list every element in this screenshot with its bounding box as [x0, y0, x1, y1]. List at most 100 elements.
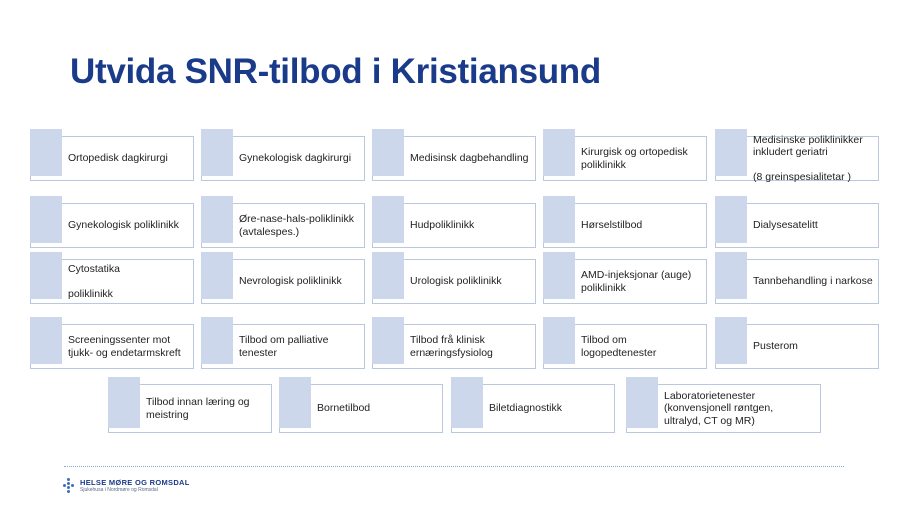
service-card-label: Tilbod innan læring og meistring [146, 384, 268, 433]
service-card-tab [372, 317, 404, 364]
service-name: Pusterom [753, 340, 798, 353]
service-card: Biletdiagnostikk [451, 377, 615, 433]
service-card-label: Screeningssenter mot tjukk- og endetarms… [68, 324, 190, 369]
service-card-tab [372, 196, 404, 243]
service-card-tab [30, 196, 62, 243]
service-card: Tilbod om palliative tenester [201, 317, 365, 369]
service-card: Hudpoliklinikk [372, 196, 536, 248]
service-card: Øre-nase-hals-poliklinikk (avtalespes.) [201, 196, 365, 248]
service-card-label: Laboratorietenester (konvensjonell røntg… [664, 384, 817, 433]
service-card-tab [30, 317, 62, 364]
service-card-tab [372, 129, 404, 176]
service-card-label: Urologisk poliklinikk [410, 259, 532, 304]
service-name: Screeningssenter mot tjukk- og endetarms… [68, 334, 181, 359]
service-card: Tannbehandling i narkose [715, 252, 879, 304]
logo-cross-icon [62, 478, 76, 494]
service-card-label: Medisinsk dagbehandling [410, 136, 532, 181]
service-name: Nevrologisk poliklinikk [239, 275, 342, 288]
service-card: Hørselstilbod [543, 196, 707, 248]
service-name: Gynekologisk poliklinikk [68, 219, 179, 232]
logo: HELSE MØRE OG ROMSDAL Sjukehusa i Nordmø… [62, 478, 190, 494]
service-card-label: Pusterom [753, 324, 875, 369]
service-name: Gynekologisk dagkirurgi [239, 152, 352, 165]
service-card-label: Biletdiagnostikk [489, 384, 611, 433]
service-card-tab [30, 129, 62, 176]
service-name: Bornetilbod [317, 402, 371, 415]
service-card: Tilbod innan læring og meistring [108, 377, 272, 433]
service-card: Ortopedisk dagkirurgi [30, 129, 194, 181]
service-card-tab [279, 377, 311, 428]
service-card-label: Gynekologisk dagkirurgi [239, 136, 361, 181]
service-card-label: Bornetilbod [317, 384, 439, 433]
service-card-tab [543, 252, 575, 299]
service-card-label: Cytostatika poliklinikk [68, 259, 190, 304]
service-card: Urologisk poliklinikk [372, 252, 536, 304]
service-name: AMD-injeksjonar (auge) poliklinikk [581, 269, 692, 294]
service-name: Kirurgisk og ortopedisk poliklinikk [581, 146, 688, 171]
service-card-tab [30, 252, 62, 299]
service-card-label: Tannbehandling i narkose [753, 259, 875, 304]
service-card-tab [715, 252, 747, 299]
service-card: Bornetilbod [279, 377, 443, 433]
service-card-tab [715, 317, 747, 364]
service-card: Laboratorietenester (konvensjonell røntg… [626, 377, 821, 433]
service-card: Medisinske poliklinikker inkludert geria… [715, 129, 879, 184]
service-card: Dialysesatelitt [715, 196, 879, 248]
service-card-label: Tilbod om palliative tenester [239, 324, 361, 369]
service-card-tab [201, 129, 233, 176]
service-name: Tilbod frå klinisk ernæringsfysiolog [410, 334, 493, 359]
service-card: Nevrologisk poliklinikk [201, 252, 365, 304]
service-card-label: Tilbod frå klinisk ernæringsfysiolog [410, 324, 532, 369]
service-card-label: Kirurgisk og ortopedisk poliklinikk [581, 136, 703, 181]
service-card: Medisinsk dagbehandling [372, 129, 536, 181]
service-card-label: Hudpoliklinikk [410, 203, 532, 248]
service-card-label: Tilbod om logopedtenester [581, 324, 703, 369]
service-name: Biletdiagnostikk [489, 402, 562, 415]
service-card-tab [108, 377, 140, 428]
service-card-tab [543, 317, 575, 364]
service-card: Tilbod frå klinisk ernæringsfysiolog [372, 317, 536, 369]
service-card: Screeningssenter mot tjukk- og endetarms… [30, 317, 194, 369]
service-name: Tilbod innan læring og meistring [146, 396, 250, 421]
service-card: Tilbod om logopedtenester [543, 317, 707, 369]
service-name: Hudpoliklinikk [410, 219, 475, 232]
service-card-label: Øre-nase-hals-poliklinikk (avtalespes.) [239, 203, 361, 248]
service-card-label: Ortopedisk dagkirurgi [68, 136, 190, 181]
logo-name: HELSE MØRE OG ROMSDAL [80, 478, 190, 487]
service-card-tab [715, 129, 747, 176]
service-card: Pusterom [715, 317, 879, 369]
service-card-tab [626, 377, 658, 428]
service-card-tab [715, 196, 747, 243]
service-card-tab [543, 196, 575, 243]
slide-title: Utvida SNR-tilbod i Kristiansund [70, 52, 601, 91]
service-card: Gynekologisk dagkirurgi [201, 129, 365, 181]
service-card-label: Medisinske poliklinikker inkludert geria… [753, 133, 875, 184]
service-name: Øre-nase-hals-poliklinikk (avtalespes.) [239, 213, 354, 238]
service-card: Cytostatika poliklinikk [30, 252, 194, 304]
service-card: AMD-injeksjonar (auge) poliklinikk [543, 252, 707, 304]
service-name: Hørselstilbod [581, 219, 643, 232]
service-name: Urologisk poliklinikk [410, 275, 502, 288]
service-card: Kirurgisk og ortopedisk poliklinikk [543, 129, 707, 181]
service-name: Tilbod om palliative tenester [239, 334, 329, 359]
service-name: Tannbehandling i narkose [753, 275, 873, 288]
service-card-tab [543, 129, 575, 176]
footer-divider [64, 466, 844, 467]
service-card-tab [372, 252, 404, 299]
logo-subtitle: Sjukehusa i Nordmøre og Romsdal [80, 487, 158, 493]
service-name: Cytostatika poliklinikk [68, 262, 120, 300]
service-card-label: Hørselstilbod [581, 203, 703, 248]
service-card: Gynekologisk poliklinikk [30, 196, 194, 248]
service-card-tab [201, 196, 233, 243]
service-name: Tilbod om logopedtenester [581, 334, 657, 359]
service-name: Medisinske poliklinikker inkludert geria… [753, 133, 863, 184]
service-card-frame [626, 384, 821, 433]
service-card-label: Nevrologisk poliklinikk [239, 259, 361, 304]
service-name: Dialysesatelitt [753, 219, 818, 232]
service-name: Laboratorietenester (konvensjonell røntg… [664, 389, 774, 427]
service-name: Ortopedisk dagkirurgi [68, 152, 168, 165]
service-card-label: Dialysesatelitt [753, 203, 875, 248]
service-name: Medisinsk dagbehandling [410, 152, 529, 165]
